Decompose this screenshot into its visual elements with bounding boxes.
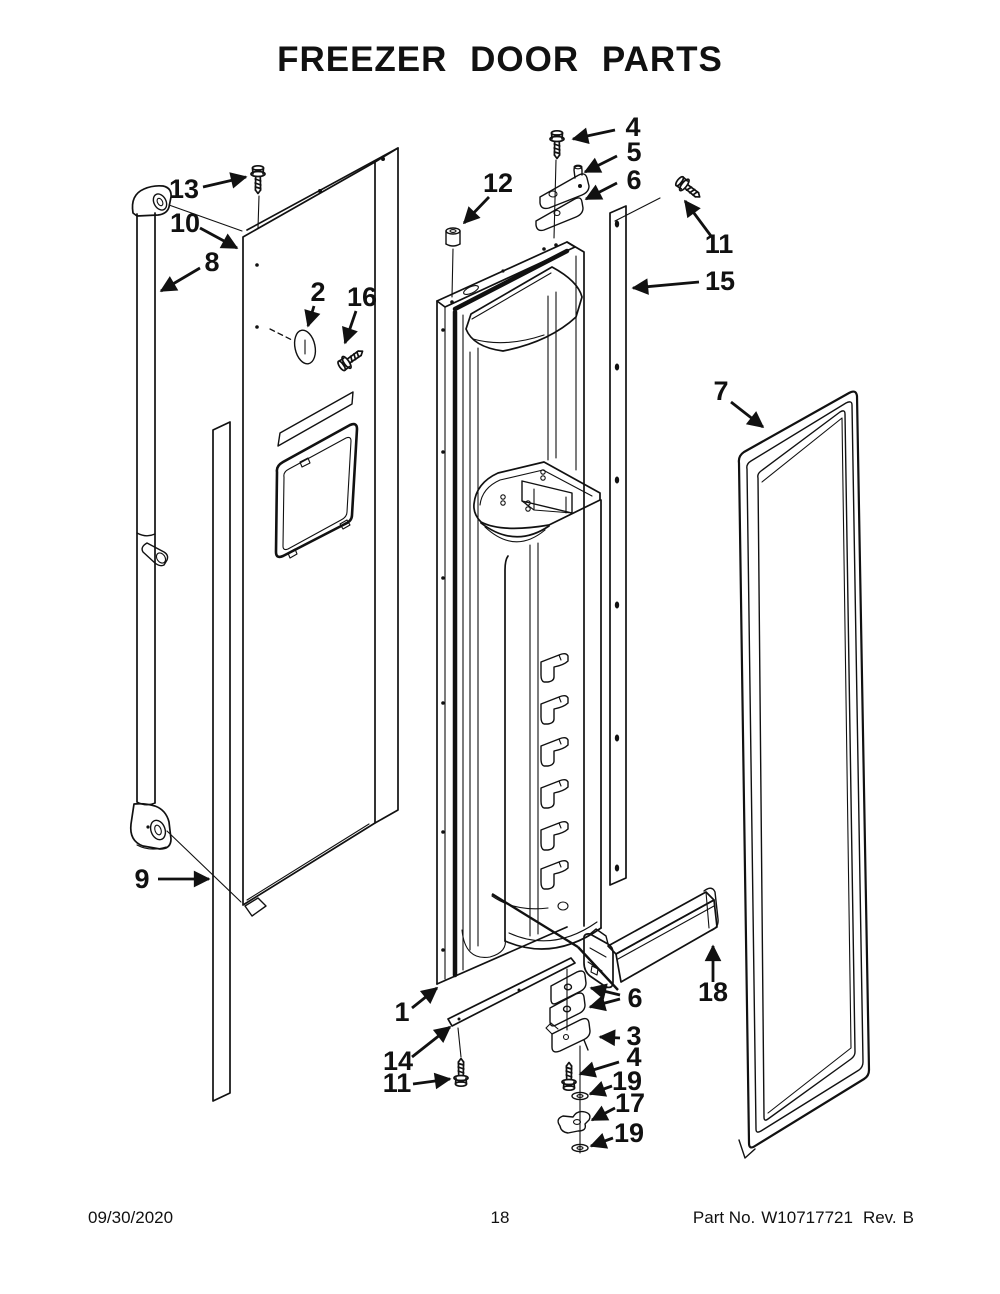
- callout-12-label: 12: [483, 168, 513, 198]
- callout-19-label: 19: [614, 1118, 644, 1148]
- callout-4-arrow: [578, 1060, 620, 1078]
- callout-8-label: 8: [204, 247, 219, 277]
- leader-line: [577, 946, 619, 991]
- part-17-cam: [557, 1110, 591, 1134]
- panel-access-cover: [274, 422, 359, 559]
- handle-top-alignment-line: [168, 204, 243, 232]
- part-4-screw-bottom: [561, 1061, 577, 1092]
- part-11-screw-top: [614, 173, 705, 222]
- callout-10-arrow: [199, 226, 239, 250]
- footer-date: 09/30/2020: [88, 1208, 174, 1227]
- callout-7-arrow: [730, 400, 765, 429]
- callout-3-arrow: [598, 1029, 621, 1047]
- door-dispenser-tray: [473, 461, 601, 543]
- callout-1-label: 1: [394, 997, 409, 1027]
- callout-9-label: 9: [134, 864, 149, 894]
- part-12-plug: [445, 227, 461, 298]
- part-2-cover-plate: [269, 328, 317, 365]
- page-title: FREEZER DOOR PARTS: [277, 40, 723, 79]
- part-8-door-handle: [129, 184, 243, 903]
- callout-11-label: 11: [705, 229, 734, 259]
- part-15-trim-strip: [609, 205, 627, 886]
- part-10-outer-door-panel: [242, 147, 399, 917]
- callout-13-arrow: [202, 172, 248, 189]
- part-19-washer-lower: [571, 1143, 589, 1153]
- part-1-freezer-door: [436, 241, 602, 985]
- leader-line: [491, 892, 579, 949]
- callout-18-label: 18: [698, 977, 728, 1007]
- callout-19-arrow: [588, 1080, 613, 1097]
- callout-4-label: 4: [625, 112, 640, 142]
- callout-15-arrow: [631, 278, 700, 295]
- callout-17-label: 17: [615, 1088, 645, 1118]
- callout-8-arrow: [159, 266, 201, 293]
- callout-6-arrow: [584, 181, 618, 201]
- part-7-door-gasket: [737, 390, 871, 1159]
- callout-11-arrow: [412, 1072, 452, 1090]
- part-14-bottom-trim: [447, 957, 576, 1027]
- part-11-screw-bottom: [453, 1027, 469, 1088]
- part-6-shim-top: [535, 197, 584, 232]
- callout-16-label: 16: [347, 282, 377, 312]
- callout-14-label: 14: [383, 1046, 413, 1076]
- callout-3-label: 3: [626, 1021, 641, 1051]
- callout-1-arrow: [411, 986, 439, 1010]
- handle-bottom-alignment-line: [166, 830, 242, 903]
- part-4-screw-top: [549, 129, 565, 239]
- callout-17-arrow: [590, 1105, 616, 1122]
- rev-value: B: [902, 1208, 914, 1227]
- footer-part-info: Part No. W10717721 Rev. B: [693, 1208, 914, 1228]
- part-13-screw: [250, 164, 266, 229]
- callout-4-arrow: [571, 127, 616, 144]
- part-18-door-shelf: [583, 887, 719, 989]
- part-9-trim-strip: [212, 421, 231, 1102]
- callout-15-label: 15: [705, 266, 735, 296]
- callout-16-arrow: [342, 310, 358, 345]
- callout-14-arrow: [411, 1025, 452, 1059]
- callout-12-arrow: [462, 196, 491, 225]
- part-no-value: W10717721: [761, 1208, 853, 1227]
- door-lower-housing: [491, 499, 602, 950]
- part-6-shims-bottom: [549, 968, 587, 1031]
- callout-7-label: 7: [713, 376, 728, 406]
- part-16-screw: [334, 344, 368, 374]
- part-no-label: Part No.: [692, 1208, 756, 1227]
- callout-10-label: 10: [170, 208, 200, 238]
- callout-11-arrow: [683, 199, 713, 237]
- callout-4-label: 4: [626, 1042, 641, 1072]
- callout-6-label: 6: [627, 983, 642, 1013]
- callout-6-label: 6: [626, 165, 641, 195]
- callout-5-label: 5: [626, 137, 641, 167]
- callout-2-arrow: [304, 305, 321, 328]
- rev-label: Rev.: [862, 1208, 897, 1227]
- part-19-washer-upper: [571, 1091, 589, 1101]
- door-handle-pocket: [465, 266, 583, 352]
- callout-19-arrow: [589, 1132, 614, 1149]
- panel-slot: [277, 391, 354, 447]
- callout-6-arrow: [589, 983, 621, 1000]
- footer-page-number: 18: [490, 1208, 510, 1227]
- door-shelf-hooks: [540, 653, 569, 890]
- callout-6-arrow: [588, 995, 621, 1012]
- callout-5-arrow: [583, 154, 618, 174]
- callout-13-label: 13: [169, 174, 199, 204]
- callout-2-label: 2: [310, 277, 325, 307]
- callout-19-label: 19: [612, 1066, 642, 1096]
- callout-11-label: 11: [383, 1068, 412, 1098]
